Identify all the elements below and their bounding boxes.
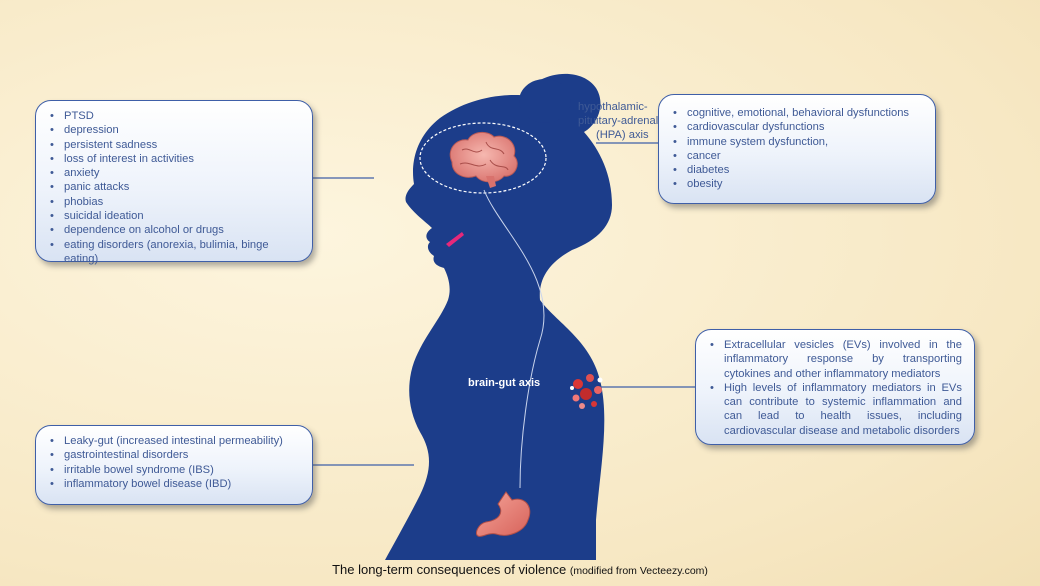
list-item: persistent sadness (50, 138, 300, 153)
list-item: phobias (50, 195, 300, 210)
brain-region-circle (419, 122, 547, 194)
list-item: cognitive, emotional, behavioral dysfunc… (673, 106, 923, 121)
list-item: depression (50, 123, 300, 138)
caption-source: (modified from Vecteezy.com) (569, 565, 708, 577)
brain-gut-axis-label: brain-gut axis (468, 377, 541, 389)
mental-health-box: PTSD depression persistent sadness loss … (35, 100, 313, 265)
list-item: suicidal ideation (50, 209, 300, 224)
list-item: gastrointestinal disorders (50, 448, 300, 463)
body-silhouette (385, 73, 612, 560)
list-item: anxiety (50, 166, 300, 181)
list-item: eating disorders (anorexia, bulimia, bin… (50, 238, 300, 267)
list-item: inflammatory bowel disease (IBD) (50, 477, 300, 492)
hpa-effects-list: cognitive, emotional, behavioral dysfunc… (673, 106, 923, 192)
list-item: irritable bowel syndrome (IBS) (50, 463, 300, 478)
hpa-axis-label: hypothalamic- pituitary-adrenal (HPA) ax… (578, 101, 659, 141)
list-item: Leaky-gut (increased intestinal permeabi… (50, 434, 300, 449)
list-item: diabetes (673, 163, 923, 178)
ev-list: Extracellular vesicles (EVs) involved in… (710, 338, 962, 438)
list-item: cardiovascular dysfunctions (673, 120, 923, 135)
gut-effects-list: Leaky-gut (increased intestinal permeabi… (50, 434, 300, 491)
list-item: Extracellular vesicles (EVs) involved in… (710, 338, 962, 381)
list-item: obesity (673, 177, 923, 192)
hpa-effects-box: cognitive, emotional, behavioral dysfunc… (658, 94, 936, 204)
list-item: immune system dysfunction, (673, 135, 923, 150)
figure-caption: The long-term consequences of violence (… (0, 562, 1040, 577)
brain-icon (449, 132, 518, 188)
list-item: High levels of inflammatory mediators in… (710, 381, 962, 438)
list-item: panic attacks (50, 180, 300, 195)
caption-title: The long-term consequences of violence (332, 562, 567, 577)
list-item: PTSD (50, 109, 300, 124)
inflammation-particles-icon (570, 374, 603, 409)
mental-health-list: PTSD depression persistent sadness loss … (50, 109, 300, 266)
extracellular-vesicles-box: Extracellular vesicles (EVs) involved in… (695, 329, 975, 445)
list-item: loss of interest in activities (50, 152, 300, 167)
gut-effects-box: Leaky-gut (increased intestinal permeabi… (35, 425, 313, 505)
brain-gut-axis-line (483, 189, 545, 489)
list-item: cancer (673, 149, 923, 164)
stomach-icon (475, 491, 531, 537)
hair-bun (519, 79, 571, 123)
list-item: dependence on alcohol or drugs (50, 223, 300, 238)
mouth-mark (446, 232, 464, 247)
